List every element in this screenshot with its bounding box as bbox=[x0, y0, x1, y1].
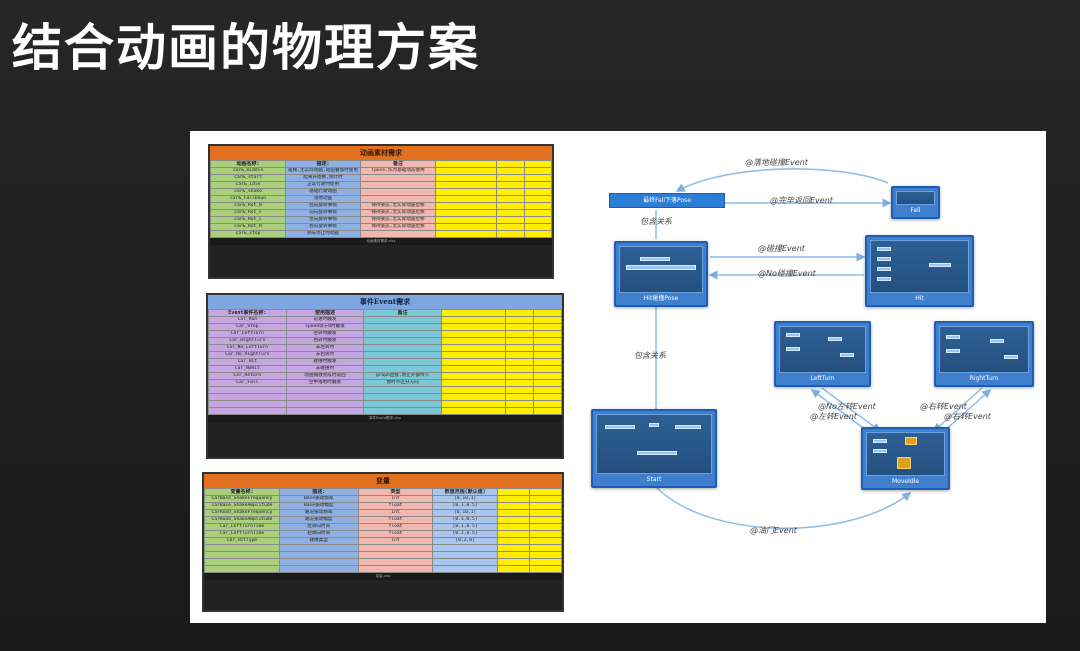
node-move-idle: MoveIdle bbox=[861, 427, 950, 490]
table-header-row: 动画名称:描述:备注 bbox=[209, 160, 553, 168]
variables-table-title: 变量 bbox=[204, 474, 562, 488]
diagram-edges bbox=[655, 168, 992, 529]
node-start: Start bbox=[591, 409, 717, 488]
table-cell bbox=[528, 565, 563, 573]
anim-table-footer: 动画素材需求.xlsx bbox=[210, 238, 552, 245]
label-nohit-event: @No碰撞Event bbox=[758, 269, 816, 278]
node-fall-pose: 最终Fall下落Pose bbox=[609, 193, 725, 208]
anim-table-title: 动画素材需求 bbox=[210, 146, 552, 160]
table-row bbox=[204, 558, 563, 566]
node-fall: Fall bbox=[891, 186, 940, 219]
label-fall-event: @落地碰撞Event bbox=[745, 158, 808, 167]
table-cell bbox=[285, 407, 365, 415]
variables-table-footer: 变量.xlsx bbox=[204, 573, 562, 580]
label-contain-2: 包含关系 bbox=[634, 351, 666, 360]
label-throttle-event: @油门Event bbox=[750, 526, 797, 535]
edge-throttle-event bbox=[655, 486, 912, 529]
label-right-event-2: @右转Event bbox=[944, 412, 991, 421]
edge-rightturn-down bbox=[932, 387, 983, 433]
edge-fall-event bbox=[675, 168, 889, 192]
table-cell bbox=[204, 565, 280, 573]
table-row bbox=[208, 407, 563, 415]
label-contain-1: 包含关系 bbox=[640, 217, 672, 226]
node-right-turn: RightTurn bbox=[934, 321, 1034, 387]
table-row bbox=[204, 565, 563, 573]
table-cell bbox=[208, 407, 287, 415]
label-no-left-event: @No左转Event bbox=[818, 402, 876, 411]
table-cell bbox=[532, 407, 563, 415]
event-table-footer: 事件Event需求.xlsx bbox=[208, 415, 562, 422]
edge-leftturn-up bbox=[810, 389, 871, 434]
state-diagram: 最终Fall下落Pose Fall Hit碰撞Pose Hit bbox=[190, 131, 1046, 623]
variables-grid: 变量名称:描述:类型数值范围(默认值)CarBase_ShakeFrequenc… bbox=[204, 488, 563, 573]
label-left-event: @左转Event bbox=[810, 412, 857, 421]
table-cell bbox=[363, 407, 442, 415]
edge-leftturn-down bbox=[821, 387, 882, 432]
node-left-turn: LeftTurn bbox=[774, 321, 871, 387]
label-right-event-1: @右转Event bbox=[920, 402, 967, 411]
label-hit-event: @碰撞Event bbox=[758, 244, 805, 253]
table-cell bbox=[523, 230, 553, 238]
edge-rightturn-up bbox=[941, 388, 992, 434]
slide-title: 结合动画的物理方案 bbox=[12, 19, 480, 77]
node-hit-pose: Hit碰撞Pose bbox=[614, 241, 708, 307]
variables-table: 变量 变量名称:描述:类型数值范围(默认值)CarBase_ShakeFrequ… bbox=[202, 472, 564, 612]
event-table-title: 事件Event需求 bbox=[208, 295, 562, 309]
label-return-event: @完毕返回Event bbox=[770, 196, 833, 205]
node-hit: Hit bbox=[865, 235, 974, 307]
table-header-row: Event事件名称:使用描述备注 bbox=[208, 309, 563, 317]
